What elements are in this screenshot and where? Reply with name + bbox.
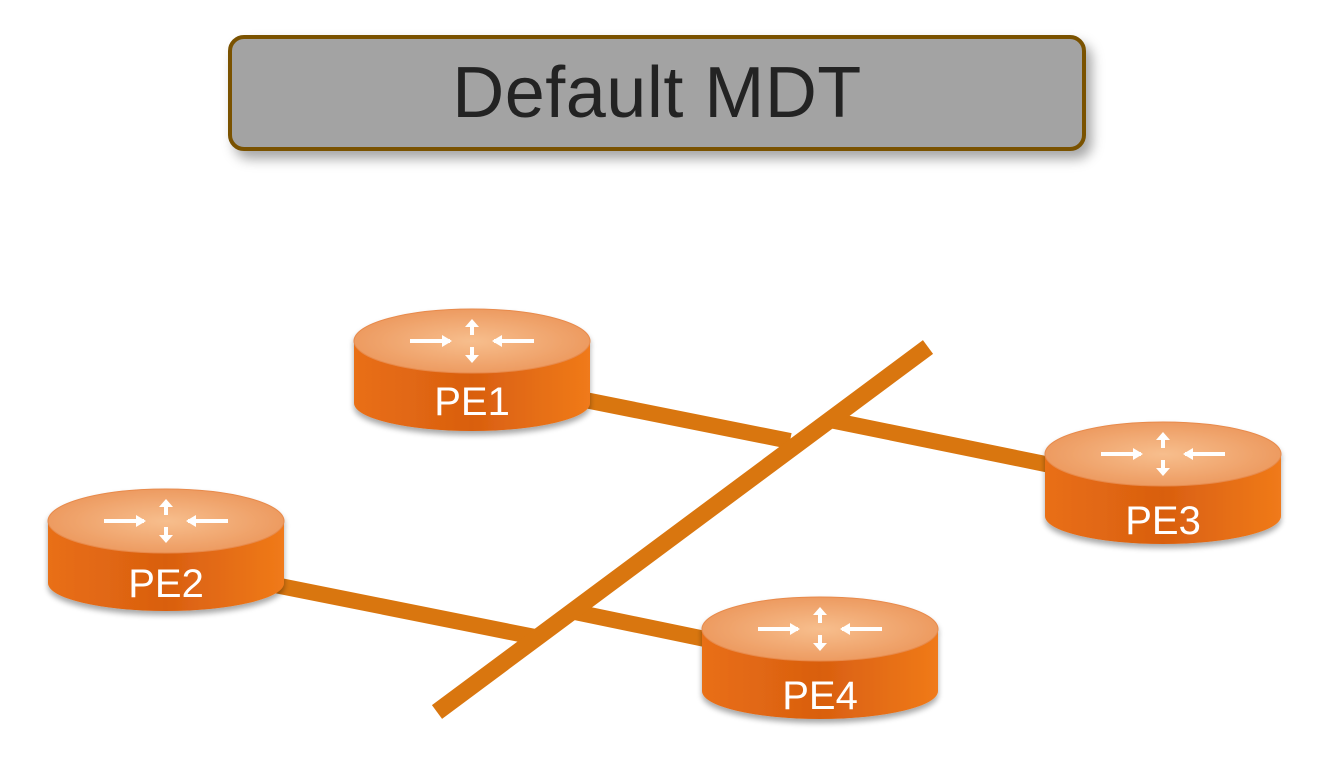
mdt-tree-line: [431, 340, 934, 719]
title-box: Default MDT: [228, 35, 1086, 151]
page-title: Default MDT: [452, 53, 862, 133]
link-pe4-mdt: [573, 604, 712, 648]
router-label-pe4: PE4: [782, 674, 858, 718]
router-label-pe3: PE3: [1125, 499, 1201, 543]
router-pe1[interactable]: PE1: [353, 308, 591, 431]
link-pe2-mdt: [268, 576, 542, 646]
router-icon: [47, 488, 285, 611]
router-pe4[interactable]: PE4: [701, 596, 939, 719]
link-pe1-mdt: [558, 387, 792, 449]
router-icon: [353, 308, 591, 431]
router-label-pe1: PE1: [434, 380, 510, 424]
router-icon: [701, 596, 939, 719]
router-label-pe2: PE2: [128, 562, 204, 606]
router-icon: [1044, 421, 1282, 544]
link-pe3-mdt: [828, 412, 1062, 475]
router-pe3[interactable]: PE3: [1044, 421, 1282, 544]
router-pe2[interactable]: PE2: [47, 488, 285, 611]
